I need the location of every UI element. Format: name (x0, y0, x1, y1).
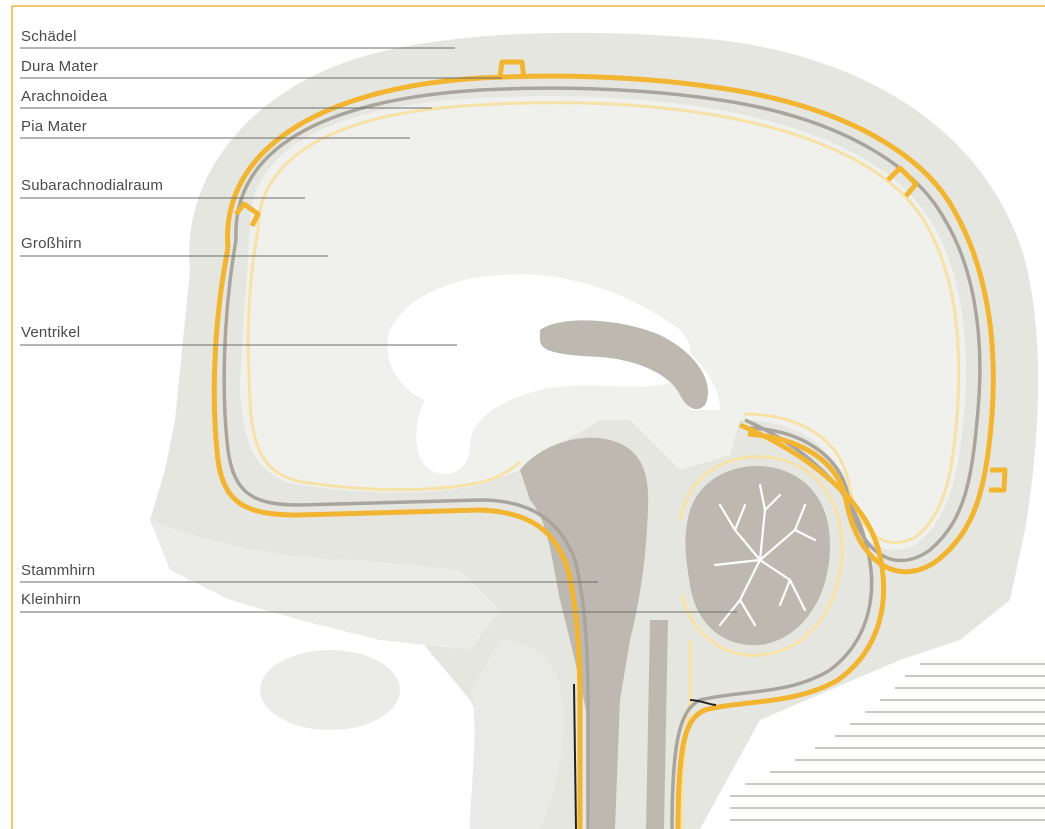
neck-tissue (470, 640, 563, 829)
label-subarachnoid-space: Subarachnodialraum (21, 177, 163, 195)
label-brainstem: Stammhirn (21, 562, 95, 580)
label-cerebellum: Kleinhirn (21, 591, 81, 609)
label-dura-mater: Dura Mater (21, 58, 98, 76)
label-arachnoid: Arachnoidea (21, 88, 107, 106)
label-skull: Schädel (21, 28, 77, 46)
label-ventricle: Ventrikel (21, 324, 80, 342)
label-cerebrum: Großhirn (21, 235, 82, 253)
jaw-shape (260, 650, 400, 730)
label-pia-mater: Pia Mater (21, 118, 87, 136)
